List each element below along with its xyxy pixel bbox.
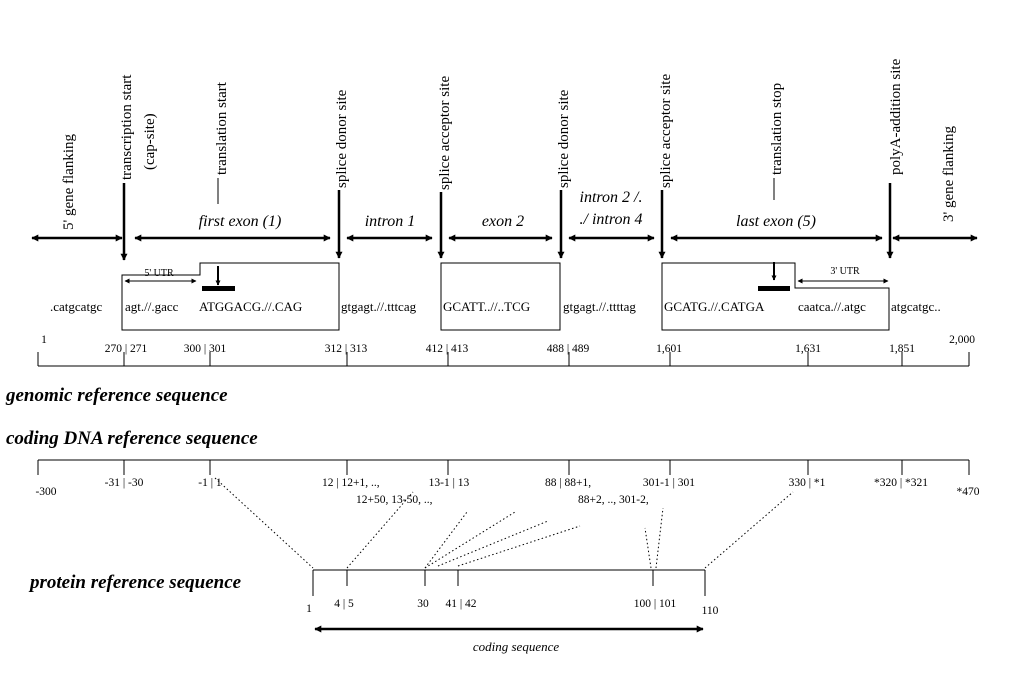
genomic-sequence-text: .catgcatgc agt.//.gacc ATGGACG.//.CAG gt… xyxy=(50,299,941,314)
protein-heading: protein reference sequence xyxy=(28,572,242,593)
seq-exon2: GCATT..//..TCG xyxy=(443,299,530,314)
map-line xyxy=(424,511,516,569)
protein-tick-labels: 1 4 | 5 30 41 | 42 100 | 101 110 xyxy=(306,598,719,617)
label-polya-site: polyA-addition site xyxy=(888,58,904,175)
exon-1-box xyxy=(121,262,340,331)
genomic-tick-labels: 1 270 | 271 300 | 301 312 | 313 412 | 41… xyxy=(41,334,975,355)
genomic-tick-label: 1,851 xyxy=(889,343,915,355)
genomic-tick-label: 1,601 xyxy=(656,343,682,355)
coding-tick-label: 12 | 12+1, .., xyxy=(322,477,380,489)
label-cap-site: (cap-site) xyxy=(142,113,158,170)
genomic-tick-label: 1 xyxy=(41,334,47,346)
genomic-scale xyxy=(37,352,970,367)
utr5-label: 5' UTR xyxy=(144,268,174,279)
cds-label: coding sequence xyxy=(473,639,560,654)
coding-tick-label: *320 | *321 xyxy=(874,477,928,489)
map-line xyxy=(346,491,414,569)
map-line xyxy=(644,527,652,569)
coding-tick-label: -1 | 1 xyxy=(198,477,222,489)
genomic-heading: genomic reference sequence xyxy=(5,385,228,406)
seq-exon1-coding: ATGGACG.//.CAG xyxy=(199,299,302,314)
seq-exon5-coding: GCATG.//.CATGA xyxy=(664,299,765,314)
region-intron-1: intron 1 xyxy=(365,213,416,230)
label-splice-acceptor-1: splice acceptor site xyxy=(437,76,453,190)
region-last-exon: last exon (5) xyxy=(736,213,816,230)
protein-tick-label: 30 xyxy=(417,598,429,610)
coding-tick-label: -300 xyxy=(35,486,56,498)
label-splice-acceptor-2: splice acceptor site xyxy=(658,74,674,188)
feature-pointers xyxy=(120,178,894,286)
coding-tick-label: 12+50, 13-50, .., xyxy=(356,494,433,506)
exon-boxes xyxy=(121,262,890,331)
region-intron-2-b: ./ intron 4 xyxy=(580,211,643,228)
stop-codon-bar xyxy=(758,286,790,291)
label-five-flank: 5' gene flanking xyxy=(61,133,77,230)
seq-three-flank: atgcatgc.. xyxy=(891,299,941,314)
coding-scale xyxy=(37,459,970,475)
seq-utr5: agt.//.gacc xyxy=(125,299,179,314)
coding-tick-label: *470 xyxy=(957,486,980,498)
coding-heading: coding DNA reference sequence xyxy=(6,428,258,449)
utr3-label: 3' UTR xyxy=(830,266,860,277)
map-line xyxy=(655,507,664,569)
genomic-tick-label: 488 | 489 xyxy=(547,343,590,355)
map-line xyxy=(437,520,549,567)
genomic-tick-label: 1,631 xyxy=(795,343,821,355)
protein-tick-label: 41 | 42 xyxy=(445,598,476,610)
seq-intron1: gtgagt.//.tttcag xyxy=(341,299,417,314)
protein-tick-label: 1 xyxy=(306,603,312,615)
seq-intron2: gtgagt.//.ttttag xyxy=(563,299,636,314)
label-three-flank: 3' gene flanking xyxy=(941,125,957,222)
region-exon-2: exon 2 xyxy=(482,213,524,230)
coding-tick-label: 301-1 | 301 xyxy=(643,477,695,489)
coding-tick-label: 13-1 | 13 xyxy=(429,477,470,489)
map-line xyxy=(704,491,794,569)
label-splice-donor-2: splice donor site xyxy=(556,89,572,188)
map-line xyxy=(424,511,468,569)
label-splice-donor-1: splice donor site xyxy=(334,89,350,188)
coding-tick-label: 88+2, .., 301-2, xyxy=(578,494,649,506)
genomic-tick-label: 270 | 271 xyxy=(105,343,148,355)
map-line xyxy=(214,477,314,569)
seq-five-flank: .catgcatgc xyxy=(50,299,103,314)
protein-tick-label: 110 xyxy=(702,605,719,617)
coding-tick-label: 88 | 88+1, xyxy=(545,477,591,489)
exon-5-box xyxy=(661,262,890,331)
protein-tick-label: 100 | 101 xyxy=(634,598,677,610)
exon-2-box xyxy=(440,262,561,331)
seq-utr3: caatca.//.atgc xyxy=(798,299,866,314)
protein-scale xyxy=(312,569,706,596)
genomic-tick-label: 300 | 301 xyxy=(184,343,227,355)
map-line xyxy=(457,525,581,567)
mapping-lines xyxy=(214,477,794,569)
coding-tick-label: 330 | *1 xyxy=(789,477,826,489)
label-translation-start: translation start xyxy=(214,81,230,175)
label-transcription-start: transcription start xyxy=(119,74,135,180)
region-intron-2-a: intron 2 /. xyxy=(580,189,643,206)
genomic-tick-label: 312 | 313 xyxy=(325,343,368,355)
protein-tick-label: 4 | 5 xyxy=(334,598,354,610)
coding-tick-labels: -300 -31 | -30 -1 | 1 12 | 12+1, .., 12+… xyxy=(35,477,979,506)
region-first-exon: first exon (1) xyxy=(199,213,282,230)
label-translation-stop: translation stop xyxy=(769,83,785,175)
coding-tick-label: -31 | -30 xyxy=(105,477,144,489)
genomic-tick-label: 412 | 413 xyxy=(426,343,469,355)
start-codon-bar xyxy=(202,286,235,291)
genomic-tick-label: 2,000 xyxy=(949,334,975,346)
